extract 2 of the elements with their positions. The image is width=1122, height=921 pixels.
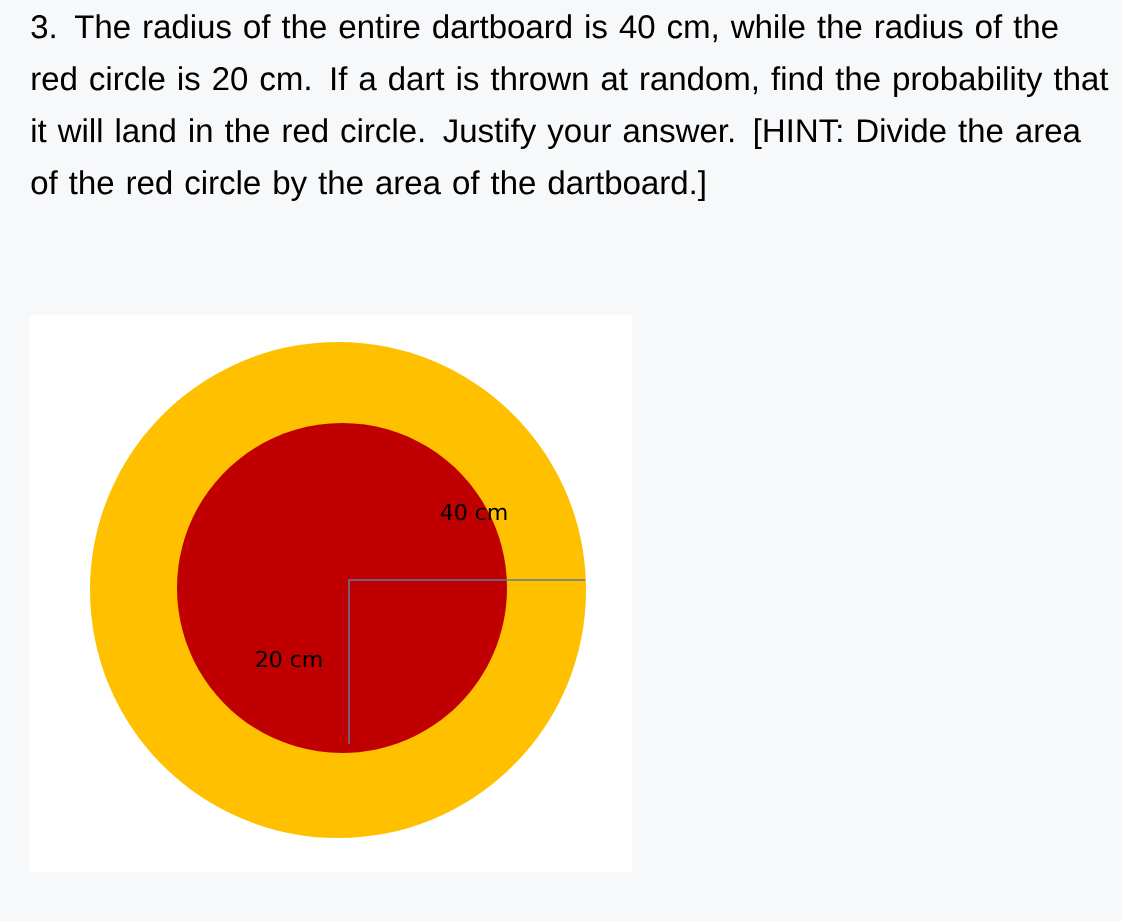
question-text: 3. The radius of the entire dartboard is 40 cm, while the radius of the red circle is 20 cm. If a dart is thrown at random, find the probability that it will land in the red circle. Justify your answer. [HINT: Divide the area of the red circle by the area of the dartboard.] [31, 14, 1109, 201]
dimension-label: 20 cm [256, 650, 322, 668]
